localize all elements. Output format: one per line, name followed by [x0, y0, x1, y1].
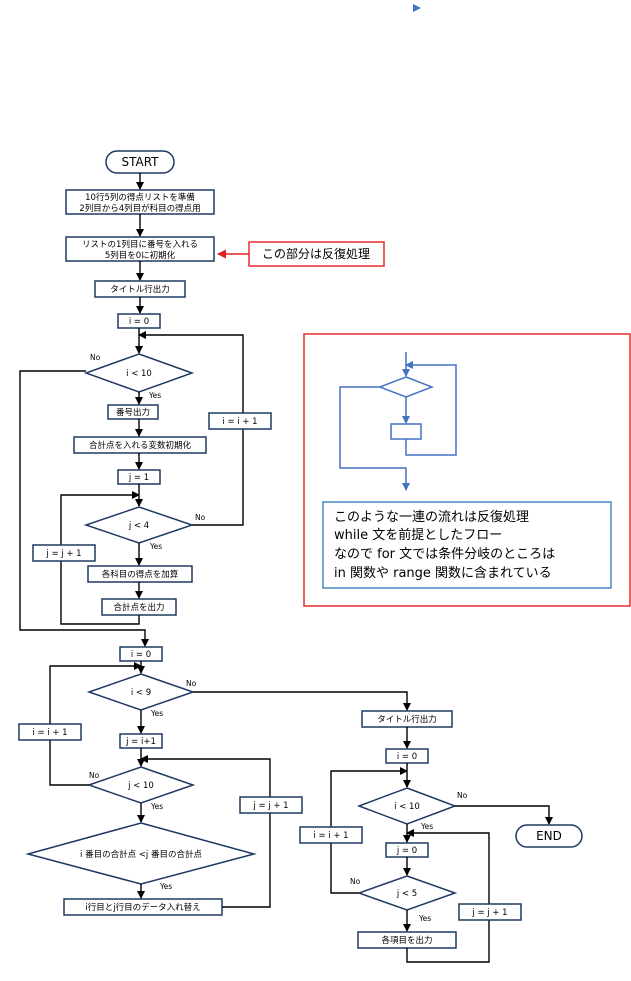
- f2-swap-label: i行目とj行目のデータ入れ替え: [85, 902, 200, 913]
- f2-cond-j-label: j < 10: [127, 781, 154, 791]
- j-inc-box: [32, 544, 96, 562]
- explain-line1: このような一連の流れは反復処理: [334, 509, 529, 525]
- f3-j-inc-label: j = j + 1: [471, 908, 507, 918]
- f3-cond-j-yes: Yes: [418, 914, 431, 923]
- f2-cond-i-no: No: [186, 679, 197, 688]
- explain-text-box: [322, 501, 612, 589]
- f3-cond-i-label: i < 10: [394, 802, 420, 812]
- i-inc-box: [208, 412, 272, 430]
- sum-out-label: 合計点を出力: [113, 602, 164, 613]
- explain-frame: このような一連の流れは反復処理 while 文を前提としたフロー なので for…: [303, 333, 631, 607]
- play-triangle-icon[interactable]: [413, 4, 421, 12]
- f3-i-inc-label: i = i + 1: [313, 831, 348, 841]
- f2-i-inc-box: [18, 723, 82, 741]
- explain-line4: in 関数や range 関数に含まれている: [334, 565, 552, 581]
- add-scores-box: [87, 565, 193, 583]
- j-inc-label: j = j + 1: [45, 549, 81, 559]
- explain-line3: なので for 文では条件分岐のところは: [334, 546, 555, 562]
- f2-i-inc-label: i = i + 1: [32, 728, 67, 738]
- f3-cond-i-yes: Yes: [420, 822, 433, 831]
- f2-cond-j-no: No: [89, 771, 100, 780]
- list-init-line2: 5列目を0に初期化: [105, 250, 176, 261]
- flow3: タイトル行出力 i = 0 i < 10 No Yes END j = 0 j …: [299, 710, 583, 963]
- f2-j-inc-box: [239, 796, 303, 814]
- cond-j-yes: Yes: [149, 542, 162, 551]
- flow2: i = 0 i < 9 No Yes j = i+1 j < 10 No Yes…: [18, 646, 411, 916]
- f3-cond-i-no: No: [457, 791, 468, 800]
- f3-cond-j-no: No: [350, 877, 361, 886]
- explain-line2: while 文を前提としたフロー: [334, 527, 502, 543]
- f2-j-init-label: j = i+1: [125, 737, 156, 747]
- start-label: START: [121, 155, 159, 169]
- cond-i-yes: Yes: [148, 391, 161, 400]
- add-scores-label: 各科目の得点を加算: [102, 569, 179, 580]
- num-out-box: [107, 404, 159, 420]
- sum-init-label: 合計点を入れる変数初期化: [89, 440, 192, 451]
- f3-title-out-label: タイトル行出力: [377, 714, 437, 725]
- f3-cond-j-label: j < 5: [396, 889, 417, 899]
- f2-cond-j-yes: Yes: [150, 802, 163, 811]
- cond-i-label: i < 10: [126, 369, 152, 379]
- end-terminal: [515, 824, 583, 848]
- list-init-line1: リストの1列目に番号を入れる: [82, 239, 198, 250]
- cond-j-no: No: [195, 513, 206, 522]
- loop-sample-diagram: [339, 352, 457, 491]
- flow1: START 10行5列の得点リストを準備 2列目から4列目が科目の得点用 リスト…: [19, 150, 272, 647]
- i-inc-label: i = i + 1: [222, 417, 257, 427]
- end-label: END: [536, 829, 562, 843]
- i-init-label: i = 0: [129, 317, 149, 327]
- callout-label: この部分は反復処理: [262, 246, 370, 261]
- f3-item-out-label: 各項目を出力: [381, 935, 432, 946]
- f2-compare-label: i 番目の合計点 <j 番目の合計点: [80, 849, 202, 860]
- prepare-box: [65, 189, 215, 215]
- f3-j-inc-box: [458, 903, 522, 921]
- prepare-line2: 2列目から4列目が科目の得点用: [79, 203, 200, 214]
- j-init-label: j = 1: [128, 473, 149, 483]
- f3-i-inc-box: [299, 826, 363, 844]
- prepare-line1: 10行5列の得点リストを準備: [85, 192, 195, 203]
- num-out-label: 番号出力: [116, 407, 150, 418]
- title-out-label: タイトル行出力: [110, 284, 170, 295]
- f2-cond-i-yes: Yes: [150, 709, 163, 718]
- f2-cond-i-label: i < 9: [131, 688, 151, 698]
- f3-j-init-label: j = 0: [396, 846, 417, 856]
- f2-j-inc-label: j = j + 1: [252, 801, 288, 811]
- cond-j-label: j < 4: [128, 521, 149, 531]
- f2-compare-yes: Yes: [159, 882, 172, 891]
- f2-i-init-label: i = 0: [131, 650, 151, 660]
- sum-init-box: [73, 436, 207, 454]
- f3-i-init-label: i = 0: [397, 752, 417, 762]
- cond-i-no: No: [90, 353, 101, 362]
